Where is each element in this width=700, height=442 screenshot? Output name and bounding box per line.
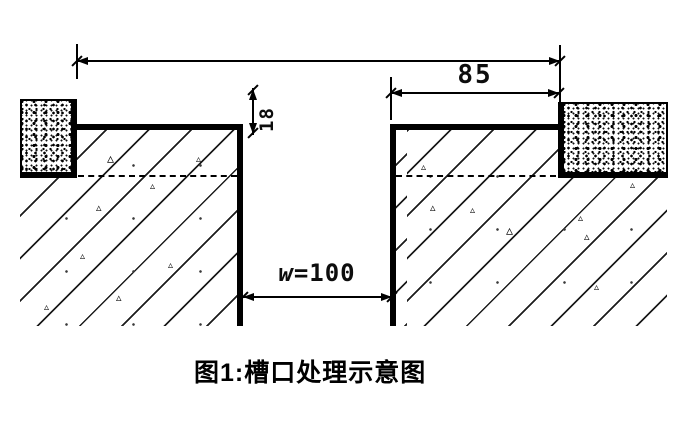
aggregate-triangle-icon: ▵ (594, 282, 600, 293)
dashed-reference-line-left (78, 175, 237, 177)
dim-arrow-left-icon (391, 89, 402, 97)
dim-arrow-right-icon (381, 293, 392, 301)
extension-tick-right (559, 45, 561, 103)
aggregate-triangle-icon: ▵ (584, 230, 590, 243)
aggregate-triangle-icon: ▵ (150, 181, 156, 192)
dim-label-w100: w=100 (278, 259, 356, 287)
dim-85-line (391, 92, 560, 94)
dim-18-line (252, 88, 254, 135)
aggregate-triangle-icon: ▵ (116, 291, 122, 304)
aggregate-triangle-icon: ▵ (470, 205, 476, 216)
dim-label-85: 85 (457, 60, 493, 90)
dim-arrow-right-icon (549, 57, 560, 65)
aggregate-triangle-icon: ▵ (630, 180, 636, 191)
aggregate-triangle-icon: ▵ (44, 302, 50, 313)
aggregate-triangle-icon: ▵ (107, 151, 115, 167)
aggregate-triangle-icon: ▵ (578, 213, 584, 224)
dashed-reference-line-right (396, 175, 556, 177)
concrete-top-edge-left (76, 124, 243, 130)
dim-arrow-down-icon (249, 123, 257, 134)
aggregate-triangle-icon: ▵ (168, 260, 174, 271)
groove-wall-right (390, 124, 396, 326)
dim-85-extension-tick (390, 77, 392, 120)
dim-w100-line (243, 296, 392, 298)
dim-arrow-up-icon (249, 89, 257, 100)
figure-caption: 图1:槽口处理示意图 (194, 359, 427, 387)
sealant-block-left (20, 99, 77, 178)
aggregate-triangle-icon: ▵ (80, 251, 86, 262)
groove-wall-left (237, 124, 243, 326)
concrete-top-edge-right (390, 124, 558, 130)
aggregate-triangle-icon: ▵ (430, 201, 436, 214)
top-dimension-line (77, 60, 560, 62)
dim-arrow-left-icon (77, 57, 88, 65)
aggregate-triangle-icon: ▵ (506, 223, 514, 239)
sealant-block-right (558, 102, 668, 178)
aggregate-triangle-icon: ▵ (96, 201, 102, 214)
dim-arrow-right-icon (548, 89, 559, 97)
aggregate-triangle-icon: ▵ (196, 154, 202, 165)
dim-label-18: 18 (256, 107, 278, 132)
aggregate-triangle-icon: ▵ (421, 162, 427, 173)
dim-arrow-left-icon (243, 293, 254, 301)
